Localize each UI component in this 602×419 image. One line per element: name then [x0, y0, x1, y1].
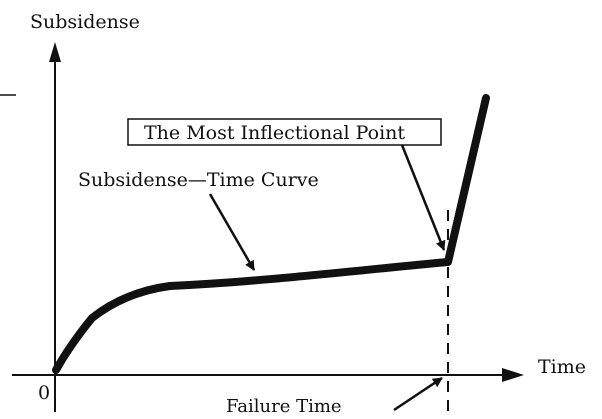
- curve-label-arrow: [208, 193, 256, 271]
- failure-time-label: Failure Time: [226, 396, 342, 414]
- curve-label: Subsidense—Time Curve: [78, 169, 319, 191]
- y-axis-arrowhead: [49, 42, 61, 62]
- x-axis-arrowhead: [502, 368, 524, 382]
- inflection-point-arrow: [400, 144, 446, 251]
- failure-time-arrow: [393, 376, 443, 412]
- y-axis-label: Subsidense: [30, 11, 140, 33]
- inflection-point-label: The Most Inflectional Point: [144, 122, 405, 144]
- origin-label: 0: [38, 382, 50, 404]
- x-axis-label: Time: [538, 356, 586, 378]
- subsidence-time-curve: [52, 94, 490, 374]
- inflection-point-box: [127, 118, 442, 146]
